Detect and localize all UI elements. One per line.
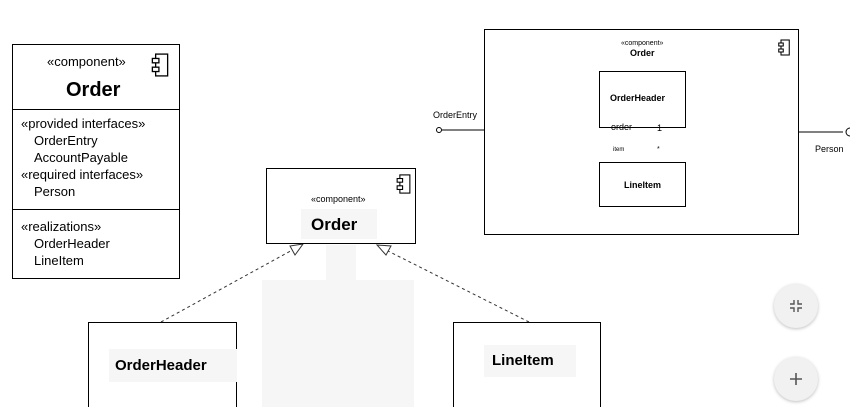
collapse-button[interactable] bbox=[774, 284, 818, 328]
right-component-box[interactable]: «component» Order OrderHeader order 1 it… bbox=[484, 29, 799, 235]
association-multiplicity-one: 1 bbox=[657, 123, 663, 133]
compartment-divider bbox=[13, 209, 179, 210]
selection-highlight bbox=[262, 280, 414, 407]
association-multiplicity-many: * bbox=[657, 146, 660, 153]
right-component-name: Order bbox=[630, 48, 655, 58]
association-role-order: order bbox=[611, 122, 633, 132]
realization-item: LineItem bbox=[34, 253, 84, 268]
lineitem-class-box[interactable]: LineItem bbox=[453, 322, 601, 407]
left-component-stereotype: «component» bbox=[47, 54, 126, 69]
component-icon bbox=[396, 174, 411, 194]
orderheader-class-name: OrderHeader bbox=[115, 357, 207, 374]
right-component-stereotype: «component» bbox=[621, 40, 664, 47]
middle-component-stereotype: «component» bbox=[311, 194, 366, 204]
inner-orderheader-part[interactable]: OrderHeader bbox=[599, 71, 686, 128]
collapse-icon bbox=[790, 300, 802, 312]
realization-item: OrderHeader bbox=[34, 236, 110, 251]
component-icon bbox=[151, 53, 169, 77]
component-icon bbox=[778, 39, 790, 56]
orderheader-class-box[interactable]: OrderHeader bbox=[88, 322, 237, 407]
name-highlight bbox=[484, 345, 576, 377]
plus-icon bbox=[790, 373, 802, 385]
name-highlight bbox=[301, 209, 377, 239]
inner-lineitem-name: LineItem bbox=[624, 180, 662, 190]
required-port-label: Person bbox=[815, 144, 844, 154]
left-component-box[interactable]: «component» Order «provided interfaces» … bbox=[12, 44, 180, 279]
provided-interface-item: OrderEntry bbox=[34, 133, 98, 148]
required-interface-item: Person bbox=[34, 184, 76, 199]
lineitem-class-name: LineItem bbox=[492, 352, 554, 369]
association-role-item: item bbox=[613, 147, 625, 153]
inner-lineitem-part[interactable]: LineItem bbox=[599, 162, 686, 207]
realizations-header: «realizations» bbox=[21, 219, 102, 234]
middle-component-name: Order bbox=[311, 215, 358, 234]
provided-port-label: OrderEntry bbox=[433, 110, 478, 120]
provided-interface-item: AccountPayable bbox=[34, 150, 128, 165]
name-highlight bbox=[109, 349, 237, 382]
middle-component-box[interactable]: «component» Order bbox=[266, 168, 416, 244]
provided-interfaces-header: «provided interfaces» bbox=[21, 116, 146, 131]
required-interfaces-header: «required interfaces» bbox=[21, 167, 144, 182]
selection-highlight bbox=[326, 245, 356, 280]
add-button[interactable] bbox=[774, 357, 818, 401]
compartment-divider bbox=[13, 109, 179, 110]
left-component-name: Order bbox=[66, 79, 121, 101]
inner-orderheader-name: OrderHeader bbox=[610, 93, 666, 103]
